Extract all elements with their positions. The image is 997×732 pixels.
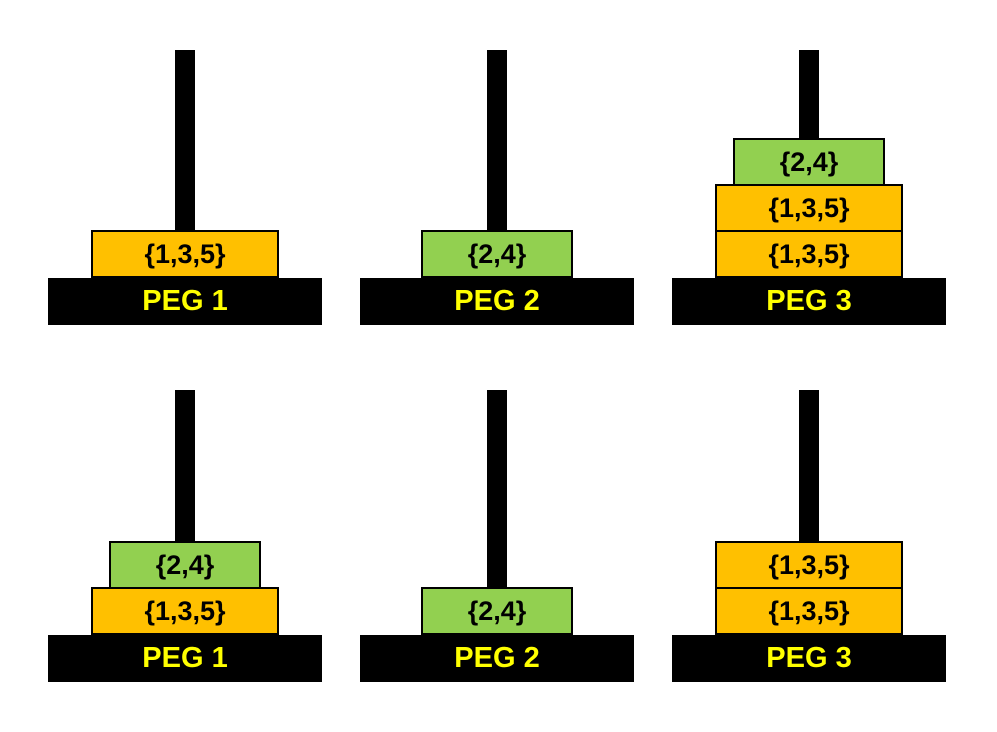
disk-orange: {1,3,5} (91, 230, 279, 278)
peg-base: PEG 3 (672, 278, 946, 325)
peg-group-bottom-3: {1,3,5}{1,3,5} PEG 3 (672, 390, 946, 682)
disk-green: {2,4} (421, 230, 573, 278)
disk-orange: {1,3,5} (715, 541, 903, 589)
peg-label: PEG 3 (766, 642, 852, 674)
peg-pole (487, 50, 507, 230)
disk-green: {2,4} (421, 587, 573, 635)
peg-group-top-3: {2,4}{1,3,5}{1,3,5} PEG 3 (672, 50, 946, 325)
peg-group-bottom-1: {2,4}{1,3,5} PEG 1 (48, 390, 322, 682)
peg-label: PEG 1 (142, 642, 228, 674)
peg-label: PEG 1 (142, 285, 228, 317)
disk-green: {2,4} (733, 138, 885, 186)
peg-base: PEG 3 (672, 635, 946, 682)
peg-base: PEG 2 (360, 635, 634, 682)
peg-group-top-1: {1,3,5} PEG 1 (48, 50, 322, 325)
peg-pole (175, 50, 195, 230)
peg-base: PEG 2 (360, 278, 634, 325)
disk-orange: {1,3,5} (715, 184, 903, 232)
peg-pole (175, 390, 195, 541)
peg-pole (799, 390, 819, 541)
peg-row-bottom: {2,4}{1,3,5} PEG 1 {2,4} PEG 2 {1,3,5}{1… (48, 390, 946, 682)
peg-base: PEG 1 (48, 278, 322, 325)
peg-base: PEG 1 (48, 635, 322, 682)
peg-label: PEG 2 (454, 285, 540, 317)
peg-pole (487, 390, 507, 587)
peg-label: PEG 3 (766, 285, 852, 317)
disk-orange: {1,3,5} (715, 230, 903, 278)
peg-row-top: {1,3,5} PEG 1 {2,4} PEG 2 {2,4}{1,3,5}{1… (48, 50, 946, 325)
disk-green: {2,4} (109, 541, 261, 589)
peg-pole (799, 50, 819, 138)
peg-group-top-2: {2,4} PEG 2 (360, 50, 634, 325)
peg-label: PEG 2 (454, 642, 540, 674)
disk-orange: {1,3,5} (91, 587, 279, 635)
peg-group-bottom-2: {2,4} PEG 2 (360, 390, 634, 682)
disk-orange: {1,3,5} (715, 587, 903, 635)
